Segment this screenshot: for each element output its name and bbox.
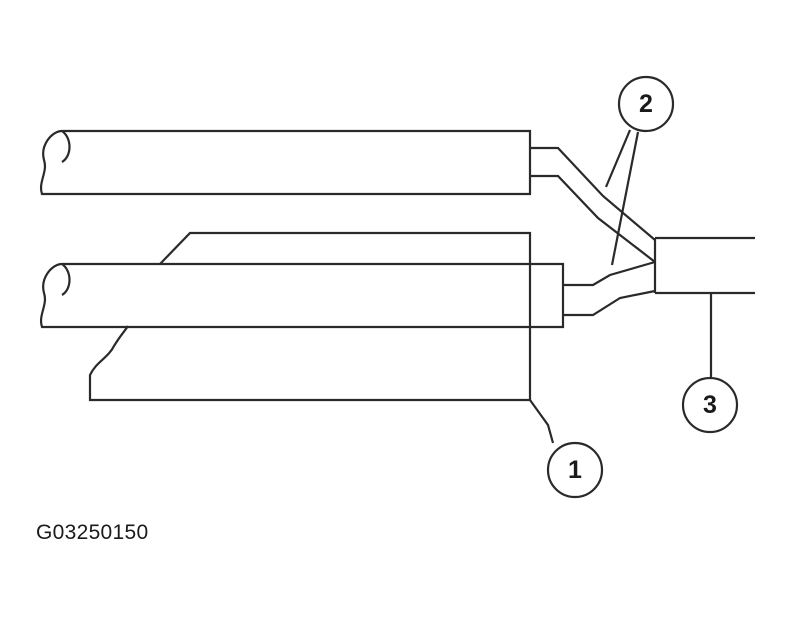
upper-wire (530, 146, 656, 263)
splice-sleeve (653, 236, 755, 295)
callout-2-label: 2 (639, 90, 653, 118)
upper-cable (40, 129, 532, 196)
leader-line-2a (604, 129, 632, 188)
callout-2: 2 (617, 75, 675, 133)
callout-3: 3 (681, 376, 739, 434)
callout-3-label: 3 (703, 391, 717, 419)
callout-1-label: 1 (568, 456, 582, 484)
lower-cable (40, 262, 565, 329)
lower-wire (563, 260, 656, 317)
leader-lines (529, 129, 713, 444)
figure-id: G03250150 (36, 521, 149, 544)
callout-1: 1 (546, 441, 604, 499)
leader-line-1 (529, 399, 555, 444)
conduit-sheath (88, 231, 532, 402)
leader-line-2b (610, 131, 640, 266)
